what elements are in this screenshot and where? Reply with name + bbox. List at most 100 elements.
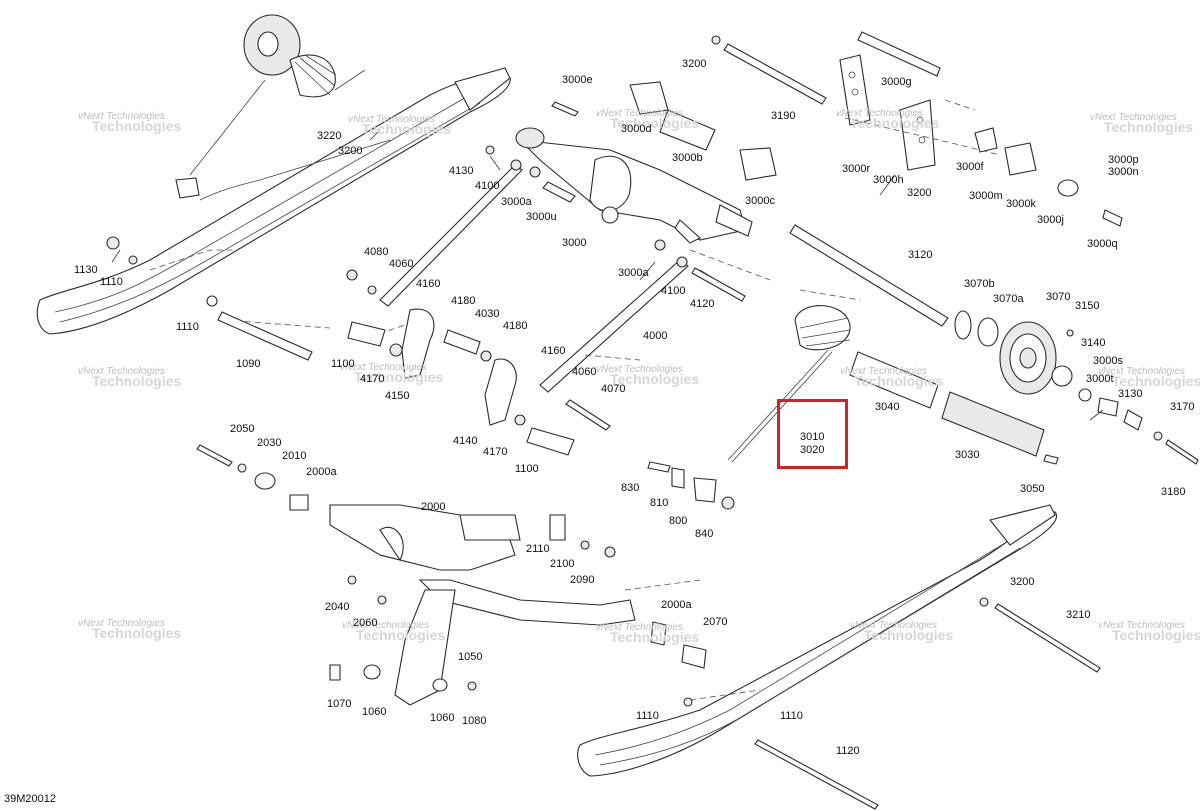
watermark: Technologies [1112, 627, 1200, 643]
part-label: 3040 [875, 401, 900, 413]
watermark: Technologies [864, 627, 954, 643]
part-label: 1110 [100, 276, 123, 288]
watermark: vNext Technologies [840, 366, 927, 377]
part-label: 4130 [449, 165, 474, 177]
part-label: 3220 [317, 130, 342, 142]
highlight-label-3010: 3010 [800, 431, 825, 443]
part-label: 4180 [451, 295, 476, 307]
part-label: 2070 [703, 616, 728, 628]
part-label: 4060 [389, 258, 414, 270]
shaft-3000g [857, 31, 941, 77]
part-label: 4100 [661, 285, 686, 297]
part-label: 3030 [955, 449, 980, 461]
watermark: vNext Technologies [596, 364, 683, 375]
watermark: vNext Technologies [78, 366, 165, 377]
part-label: 3000s [1093, 355, 1123, 367]
roller-3040 [849, 351, 939, 409]
part-label: 800 [669, 515, 688, 527]
part-label: 3000r [842, 163, 871, 175]
part-label: 4160 [541, 345, 566, 357]
link-rods [379, 145, 746, 393]
part-label: 1130 [74, 264, 98, 276]
part-label: 3000c [745, 195, 775, 207]
watermark: vNext Technologies [850, 620, 937, 631]
diagram-code: 39M20012 [4, 793, 56, 805]
torsion-spring-3010 [727, 305, 851, 463]
watermark: Technologies [356, 627, 446, 643]
part-label: 3200 [338, 145, 363, 157]
watermark: vNext Technologies [342, 620, 429, 631]
part-label: 1120 [836, 745, 860, 757]
part-label: 3120 [908, 249, 933, 261]
part-label: 4100 [475, 180, 500, 192]
watermark: Technologies [92, 373, 182, 389]
part-label: 3180 [1161, 486, 1186, 498]
idler-wheel-3070 [954, 310, 1057, 395]
hardware-800 [647, 461, 735, 510]
left-slide-rail [36, 67, 511, 335]
watermark: vNext Technologies [78, 111, 165, 122]
part-label: 3000m [969, 190, 1003, 202]
axle-1090 [206, 295, 313, 361]
part-label: 3170 [1170, 401, 1195, 413]
watermark: Technologies [92, 625, 182, 641]
part-label: 830 [621, 482, 640, 494]
part-label: 3000g [881, 76, 912, 88]
part-label: 4160 [416, 278, 441, 290]
front-arm-2000 [329, 504, 636, 706]
part-label: 1110 [176, 321, 199, 333]
part-label: 3000h [873, 174, 904, 186]
part-label: 3000u [526, 211, 557, 223]
part-label: 3210 [1066, 609, 1091, 621]
watermark: Technologies [610, 115, 700, 131]
highlight-label-3020: 3020 [800, 444, 825, 456]
part-label: 2110 [526, 543, 550, 555]
part-label: 3000n [1108, 166, 1139, 178]
part-label: 3070 [1046, 291, 1071, 303]
watermark: vNext Technologies [836, 108, 923, 119]
part-label: 3000 [562, 237, 587, 249]
watermark: Technologies [1112, 373, 1200, 389]
highlight-box [777, 399, 848, 469]
part-label: 3150 [1075, 300, 1100, 312]
part-label: 4060 [572, 366, 597, 378]
part-label: 1070 [327, 698, 352, 710]
part-label: 2050 [230, 423, 255, 435]
part-label: 810 [650, 497, 669, 509]
part-label: 3200 [907, 187, 932, 199]
part-label: 1050 [458, 651, 483, 663]
watermark: Technologies [850, 115, 940, 131]
part-label: 3000b [672, 152, 703, 164]
part-label: 1110 [780, 710, 803, 722]
part-label: 1080 [462, 715, 487, 727]
part-label: 3050 [1020, 483, 1045, 495]
part-label: 1110 [636, 710, 659, 722]
roller-3030 [941, 391, 1045, 457]
part-label: 4000 [643, 330, 668, 342]
part-label: 3000k [1006, 198, 1036, 210]
watermark: vNext Technologies [78, 618, 165, 629]
watermark: vNext Technologies [596, 108, 683, 119]
part-label: 3000d [621, 123, 652, 135]
part-label: 840 [695, 528, 714, 540]
part-label: 1060 [362, 706, 387, 718]
part-label: 4180 [503, 320, 528, 332]
watermark: Technologies [354, 369, 444, 385]
part-label: 4170 [360, 373, 385, 385]
torsion-spring-left [175, 14, 366, 199]
watermark: vNext Technologies [340, 362, 427, 373]
parts-3000f-3000m [974, 127, 1123, 227]
right-slide-rail [577, 504, 1058, 777]
part-label: 2100 [550, 558, 575, 570]
watermark: Technologies [1104, 119, 1194, 135]
part-label: 2030 [257, 437, 282, 449]
bushings-3000s [1043, 329, 1199, 465]
pivot-parts-3000 [529, 81, 777, 251]
part-label: 3200 [682, 58, 707, 70]
watermark: vNext Technologies [1098, 620, 1185, 631]
part-label: 4150 [385, 390, 410, 402]
bolt-1120 [754, 739, 879, 810]
part-label: 3070b [964, 278, 995, 290]
part-label: 2090 [570, 574, 595, 586]
